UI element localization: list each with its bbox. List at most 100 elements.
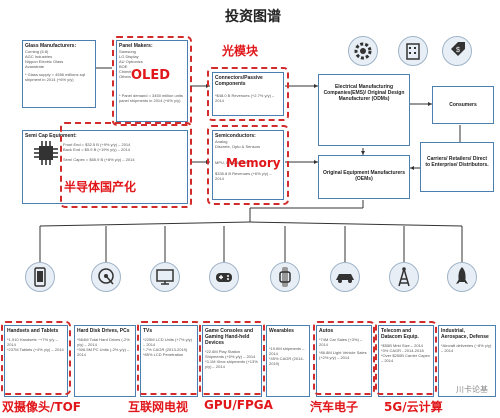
category-line: *Over $250B Carrier Capex – 2014 [381, 353, 430, 363]
tv-circle [150, 262, 180, 292]
oem-box: Original Equipment Manufacturers (OEMs) [318, 155, 410, 199]
category-line: *564M Total Hard Drives (-2% y/y) – 2014 [77, 337, 130, 347]
panel-item: Samsung [119, 49, 136, 54]
category-line: *74M Car Sales (+3%) – 2014 [319, 337, 363, 347]
svg-text:$: $ [456, 47, 460, 54]
label-gpu-fpga: GPU/FPGA [204, 398, 273, 412]
wearables-circle [270, 262, 300, 292]
building-icon [406, 43, 420, 60]
category-line: *3% CAGR - 2014-2018 [381, 348, 424, 353]
hard-disk-icon [98, 268, 114, 285]
watch-icon [279, 267, 291, 287]
telecom-circle [389, 262, 419, 292]
category-box: Autos *74M Car Sales (+3%) – 2014 *86.8M… [316, 325, 372, 397]
category-line: *19.6M shipments – 2014 [269, 346, 305, 356]
connectors-note: *$48.0 B Revenues (+2.7% y/y) – 2014 [215, 93, 275, 103]
panel-item: LG Display [119, 54, 139, 59]
category-line: *237M Tablets (+4% y/y) – 2014 [7, 347, 64, 352]
panel-makers-box: Panel Makers: Samsung LG Display AU Optr… [116, 40, 188, 122]
glass-item: AGC Industries [25, 54, 53, 59]
semiconductors-box: Semiconductors: Analog Discrete, Opto & … [212, 130, 284, 200]
semis-note: $335.8 B Revenues (+6% y/y) – 2014 [215, 171, 272, 181]
localization-label: 半导体国产化 [64, 180, 137, 194]
category-name: Industrial, Aerospace, Defense [441, 328, 489, 340]
category-box: Hard Disk Drives, PCs *564M Total Hard D… [74, 325, 136, 397]
glass-manufacturers-box: Glass Manufacturers: Corning (6.8) AGC I… [22, 40, 96, 108]
semicap-title: Semi Cap Equipment: [25, 133, 77, 139]
semis-item: Discrete, Opto & Sensors [215, 144, 261, 149]
category-line: *$55B Mrkt Size – 2014 [381, 343, 424, 348]
oem-title: Original Equipment Manufacturers (OEMs) [323, 170, 405, 182]
semis-item: MPU, MCU & DSP [215, 160, 249, 165]
handsets-highlight [1, 321, 71, 395]
glass-title: Glass Manufacturers: [25, 43, 77, 49]
category-line: *Aircraft deliveries (~8% y/y) – 2014 [441, 343, 492, 353]
category-line: *22.6M Play Station Shipments (+5% y/y) … [205, 349, 256, 359]
memory-label: Memory [226, 156, 281, 170]
label-internet-tv: 互联网电视 [128, 400, 189, 414]
panel-note: * Panel demand = 3450 million units pane… [119, 93, 183, 103]
consumers-title: Consumers [449, 102, 477, 108]
ems-odm-box: Electrical Manufacturing Companies(EMS)/… [318, 74, 410, 146]
page-title: 投资图谱 [225, 9, 281, 25]
game-circle [209, 262, 239, 292]
label-auto-electronics: 汽车电子 [310, 400, 359, 414]
tv-highlight [137, 321, 201, 395]
category-line: *-7% CAGR (2013-2019) [143, 347, 188, 352]
panel-item: Others [119, 74, 132, 79]
gamepad-icon [216, 273, 232, 282]
category-name: Game Consoles and Gaming Hand-held Devic… [205, 328, 254, 346]
category-box: Telecom and Datacom Equip. *$55B Mrkt Si… [378, 325, 434, 397]
rocket-icon [456, 267, 468, 284]
semis-title: Semiconductors: [215, 133, 256, 139]
semicap-line: Front End = $32.5 B (+9% y/y) – 2014 [63, 142, 131, 147]
semiconductors-highlight [207, 125, 289, 205]
chip-icon [34, 141, 58, 165]
category-name: Wearables [269, 328, 294, 334]
category-box: Handsets and Tablets *1,910 Handsets ~+7… [4, 325, 68, 397]
building-circle [398, 36, 428, 66]
glass-item: Avanstrate [25, 64, 45, 69]
gear-icon [354, 42, 372, 60]
category-line: *225M LCD Units (+7% y/y) – 2014 [143, 337, 193, 347]
category-line: *85% LCD Penetration [143, 352, 184, 357]
category-line: *306.5M PC Units (-2% y/y) – 2014 [77, 347, 130, 357]
glass-note: * Glass supply = 4556 millions sqf shipm… [25, 72, 85, 82]
category-name: TVs [143, 328, 153, 334]
category-name: Telecom and Datacom Equip. [381, 328, 419, 340]
category-line: *45% CAGR (2014-2019) [269, 356, 304, 366]
category-box: Game Consoles and Gaming Hand-held Devic… [202, 325, 262, 397]
telecom-highlight [375, 321, 437, 395]
panel-item: AU Optronics [119, 59, 143, 64]
panel-item: BOE [119, 64, 128, 69]
optical-module-label: 光模块 [222, 44, 259, 58]
semicap-highlight [60, 122, 192, 208]
semicap-line: Semi Capex = $65.9 B (+8% y/y) – 2014 [63, 157, 135, 162]
watermark: 川卡论基 [456, 385, 488, 394]
semis-item: Analog [215, 139, 228, 144]
autos-circle [330, 262, 360, 292]
connectors-highlight [207, 67, 289, 121]
glass-item: Nippon Electric Glass [25, 59, 64, 64]
label-dual-camera-tof: 双摄像头/TOF [2, 400, 81, 414]
factory-gear-circle [348, 36, 378, 66]
autos-highlight [313, 321, 375, 395]
ems-title: Electrical Manufacturing Companies(EMS)/… [323, 84, 405, 102]
cell-tower-icon [398, 267, 410, 287]
game-highlight [199, 321, 265, 395]
panel-highlight [112, 36, 192, 126]
handsets-circle [25, 262, 55, 292]
car-icon [336, 274, 354, 283]
connectors-box: Connectors/Passive Components *$48.0 B R… [212, 72, 284, 116]
panel-title: Panel Makers: [119, 43, 153, 49]
carriers-box: Carriers/ Retailers/ Direct to Enterpris… [420, 142, 494, 192]
category-name: Hard Disk Drives, PCs [77, 328, 130, 334]
semicap-line: Back End = $5.9 B (+19% y/y) – 2014 [63, 147, 130, 152]
category-name: Handsets and Tablets [7, 328, 59, 334]
monitor-icon [156, 269, 174, 285]
category-box: Wearables *19.6M shipments – 2014 *45% C… [266, 325, 310, 397]
panel-item: Chimei [119, 69, 132, 74]
category-line: *3.1M Xbox shipments (+13% y/y) – 2014 [205, 359, 258, 369]
category-name: Autos [319, 328, 334, 334]
industrial-circle [447, 262, 477, 292]
